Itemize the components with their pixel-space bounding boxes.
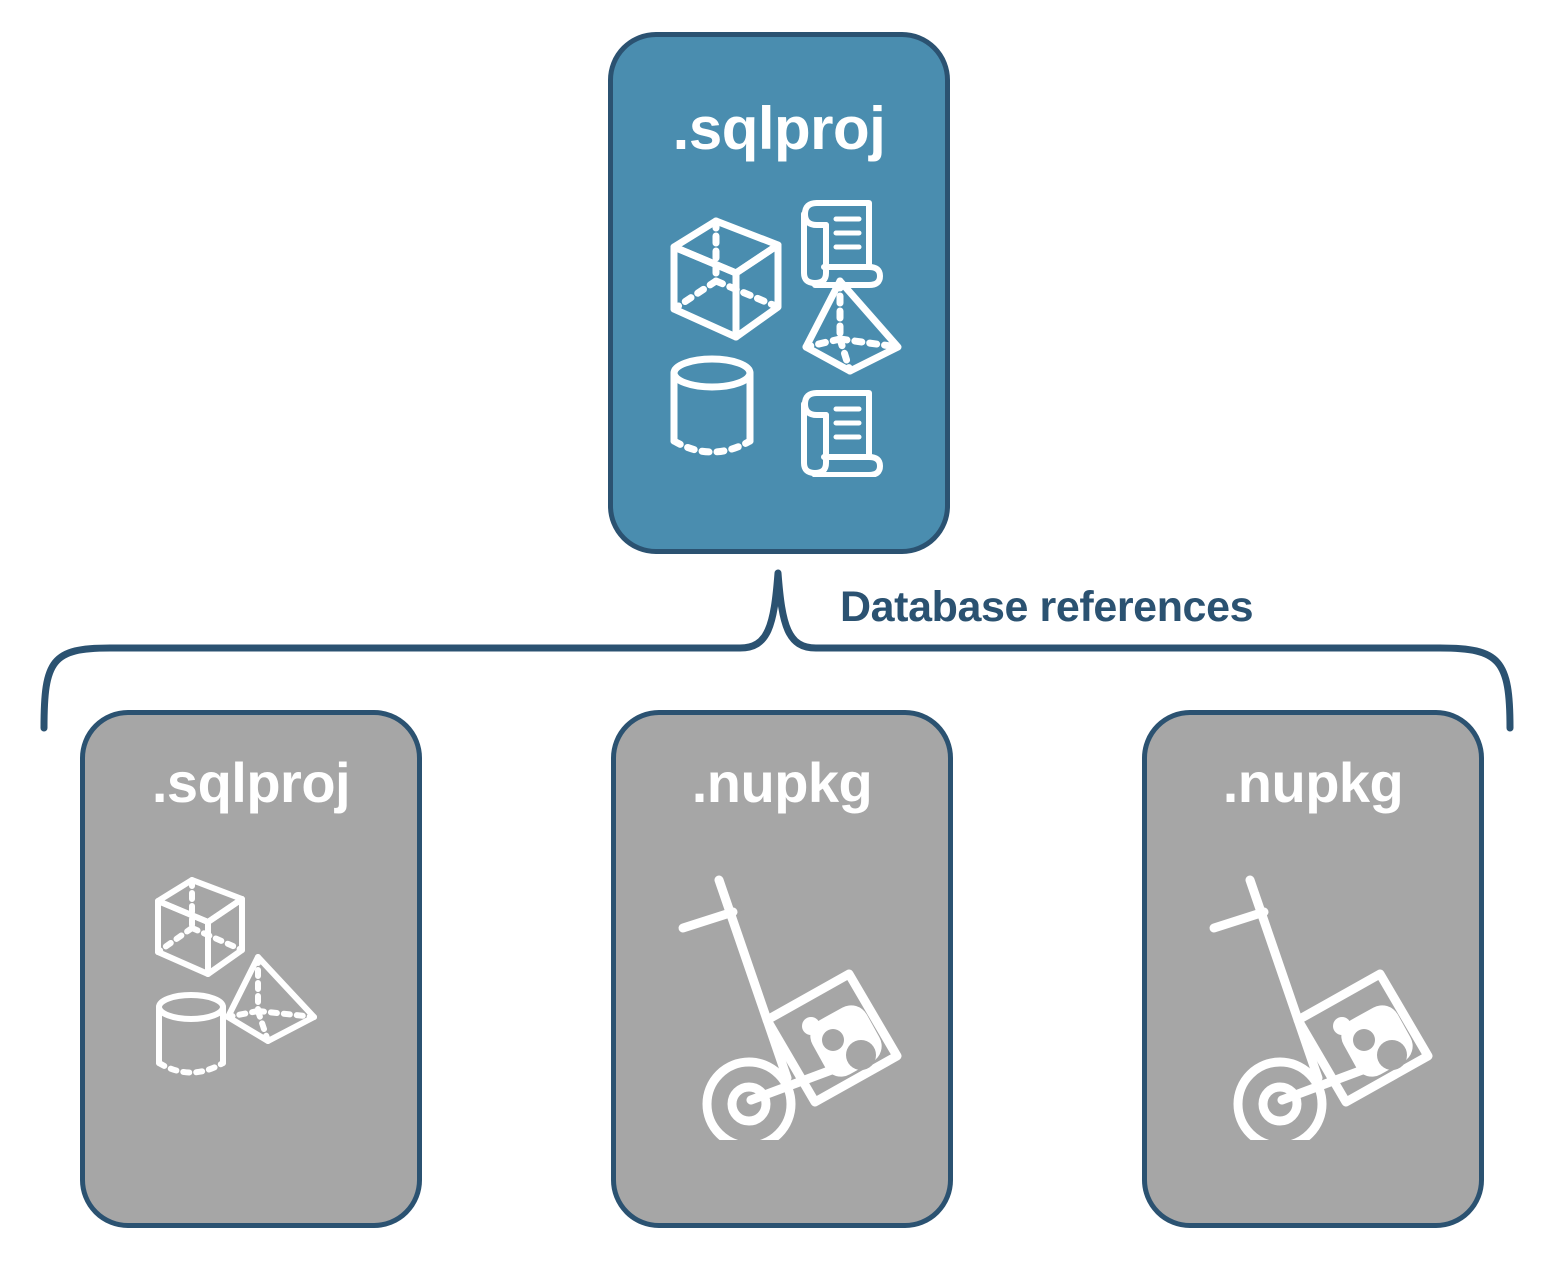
node-card-ref-nupkg-1[interactable]: .nupkg xyxy=(611,710,953,1228)
pyramid-icon xyxy=(225,954,317,1044)
script-scroll-icon-bottom xyxy=(801,390,883,477)
node-card-ref-sqlproj[interactable]: .sqlproj xyxy=(80,710,422,1228)
cylinder-icon xyxy=(156,992,226,1076)
card-artwork-database-objects xyxy=(613,187,945,477)
card-artwork-database-objects xyxy=(85,865,417,1095)
cube-icon xyxy=(670,217,782,341)
card-title: .nupkg xyxy=(1222,751,1404,814)
connector-label-database-references: Database references xyxy=(840,583,1254,631)
card-artwork-nuget-package xyxy=(1147,850,1479,1140)
node-card-ref-nupkg-2[interactable]: .nupkg xyxy=(1142,710,1484,1228)
node-card-top-sqlproj[interactable]: .sqlproj xyxy=(608,32,950,554)
script-scroll-icon-top xyxy=(801,200,883,288)
package-hand-truck-icon xyxy=(678,875,902,1140)
pyramid-icon xyxy=(802,277,902,375)
card-title: .sqlproj xyxy=(672,95,886,162)
cylinder-icon xyxy=(670,355,754,456)
card-title: .sqlproj xyxy=(151,751,351,814)
card-title: .nupkg xyxy=(691,751,873,814)
cube-icon xyxy=(155,877,245,977)
card-artwork-nuget-package xyxy=(616,850,948,1140)
package-hand-truck-icon xyxy=(1209,875,1433,1140)
